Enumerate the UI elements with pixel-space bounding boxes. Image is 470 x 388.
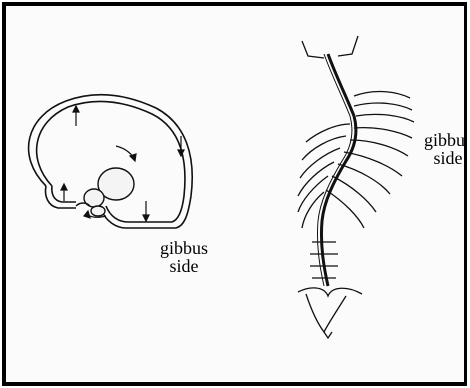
left-gibbus-label: gibbus side (154, 239, 214, 275)
rib-cross-section (29, 95, 193, 228)
right-side-word: side (418, 149, 467, 167)
figure-frame: gibbus side gibbus side (2, 2, 467, 386)
illustration (6, 6, 464, 382)
right-gibbus-word: gibbus (418, 131, 467, 149)
left-side-word: side (154, 257, 214, 275)
right-gibbus-label: gibbus side (418, 131, 467, 167)
vertebra (76, 168, 134, 216)
left-gibbus-word: gibbus (154, 239, 214, 257)
spine-illustration (298, 36, 414, 338)
